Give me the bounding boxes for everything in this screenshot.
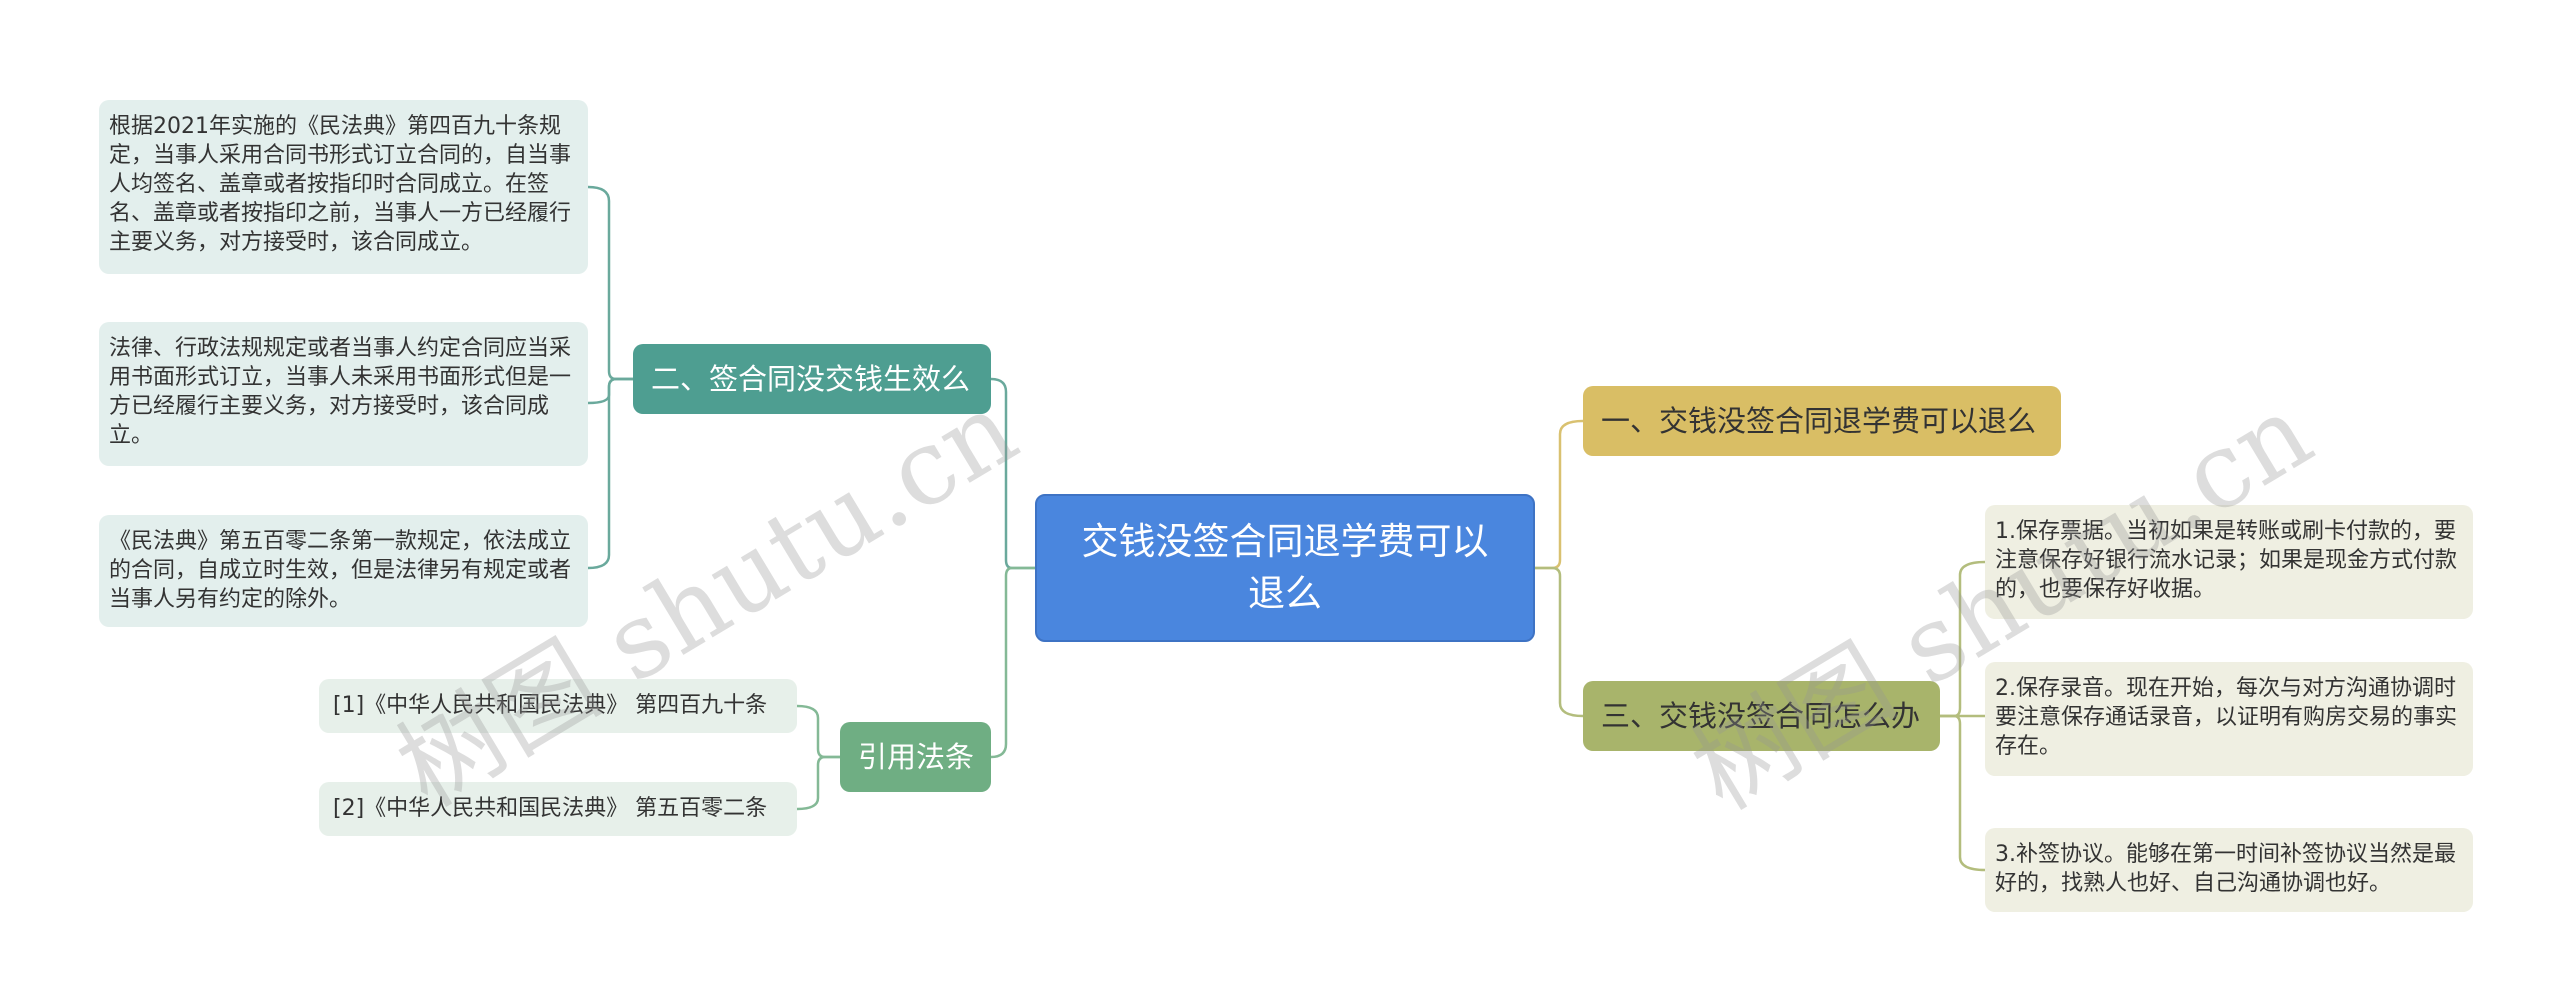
link-right2-leaf1 — [1940, 560, 1986, 718]
link-root-branch-right1 — [1535, 419, 1584, 570]
leaf-text: 法律、行政法规规定或者当事人约定合同应当采用书面形式订立，当事人未采用书面形式但… — [109, 336, 572, 448]
branch-contract-effect[interactable]: 二、签合同没交钱生效么 — [633, 344, 991, 414]
cite-item-1[interactable]: [1]《中华人民共和国民法典》 第四百九十条 — [319, 679, 797, 733]
link-root-branch-right2 — [1535, 566, 1584, 718]
leaf-text: 2.保存录音。现在开始，每次与对方沟通协调时要注意保存通话录音，以证明有购房交易… — [1995, 676, 2458, 759]
link-left1-leaf3 — [587, 377, 633, 570]
link-root-branch-left1 — [990, 377, 1035, 570]
root-label: 交钱没签合同退学费可以退么 — [1081, 520, 1489, 615]
branch-label: 二、签合同没交钱生效么 — [651, 362, 971, 396]
branch-what-to-do[interactable]: 三、交钱没签合同怎么办 — [1583, 681, 1940, 751]
branch-label: 引用法条 — [858, 740, 975, 774]
branch-refund-possible[interactable]: 一、交钱没签合同退学费可以退么 — [1583, 386, 2061, 456]
leaf-text: 《民法典》第五百零二条第一款规定，依法成立的合同，自成立时生效，但是法律另有规定… — [109, 529, 572, 612]
link-root-branch-left2 — [990, 566, 1035, 759]
link-right2-leaf3 — [1940, 714, 1986, 872]
leaf-keep-recordings[interactable]: 2.保存录音。现在开始，每次与对方沟通协调时要注意保存通话录音，以证明有购房交易… — [1985, 662, 2473, 776]
leaf-keep-receipts[interactable]: 1.保存票据。当初如果是转账或刷卡付款的，要注意保存好银行流水记录；如果是现金方… — [1985, 505, 2473, 619]
leaf-civil-code-502[interactable]: 《民法典》第五百零二条第一款规定，依法成立的合同，自成立时生效，但是法律另有规定… — [99, 515, 588, 627]
cite-item-2[interactable]: [2]《中华人民共和国民法典》 第五百零二条 — [319, 782, 797, 836]
leaf-text: 根据2021年实施的《民法典》第四百九十条规定，当事人采用合同书形式订立合同的，… — [109, 114, 572, 255]
link-left1-leaf1 — [587, 185, 633, 381]
leaf-written-form[interactable]: 法律、行政法规规定或者当事人约定合同应当采用书面形式订立，当事人未采用书面形式但… — [99, 322, 588, 466]
link-left2-leaf1 — [796, 704, 840, 759]
leaf-sign-agreement[interactable]: 3.补签协议。能够在第一时间补签协议当然是最好的，找熟人也好、自己沟通协调也好。 — [1985, 828, 2473, 912]
leaf-text: 3.补签协议。能够在第一时间补签协议当然是最好的，找熟人也好、自己沟通协调也好。 — [1995, 842, 2456, 896]
branch-label: 三、交钱没签合同怎么办 — [1601, 699, 1921, 733]
cite-text: [2]《中华人民共和国民法典》 第五百零二条 — [333, 796, 768, 821]
root-node[interactable]: 交钱没签合同退学费可以退么 — [1035, 494, 1535, 642]
leaf-text: 1.保存票据。当初如果是转账或刷卡付款的，要注意保存好银行流水记录；如果是现金方… — [1995, 519, 2458, 602]
leaf-civil-code-490[interactable]: 根据2021年实施的《民法典》第四百九十条规定，当事人采用合同书形式订立合同的，… — [99, 100, 588, 274]
branch-cited-laws[interactable]: 引用法条 — [840, 722, 991, 792]
cite-text: [1]《中华人民共和国民法典》 第四百九十条 — [333, 693, 768, 718]
branch-label: 一、交钱没签合同退学费可以退么 — [1601, 404, 2037, 438]
link-left2-leaf2 — [796, 755, 840, 811]
